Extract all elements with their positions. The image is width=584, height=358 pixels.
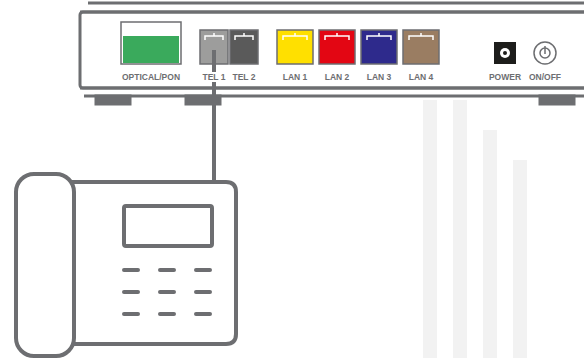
phone-cord xyxy=(212,50,216,182)
port-label: TEL 1 xyxy=(202,72,227,82)
port-label: OPTICAL/PON xyxy=(121,72,181,82)
port-label: LAN 3 xyxy=(366,72,393,82)
ports xyxy=(121,22,556,64)
port-label: LAN 4 xyxy=(408,72,435,82)
port-label: LAN 2 xyxy=(324,72,351,82)
port-label: TEL 2 xyxy=(232,72,257,82)
port-label: LAN 1 xyxy=(282,72,309,82)
port-label: POWER xyxy=(488,72,522,82)
telephone xyxy=(16,174,236,356)
watermark-lines xyxy=(430,100,520,358)
port-label: ON/OFF xyxy=(528,72,562,82)
router-body xyxy=(80,3,584,104)
